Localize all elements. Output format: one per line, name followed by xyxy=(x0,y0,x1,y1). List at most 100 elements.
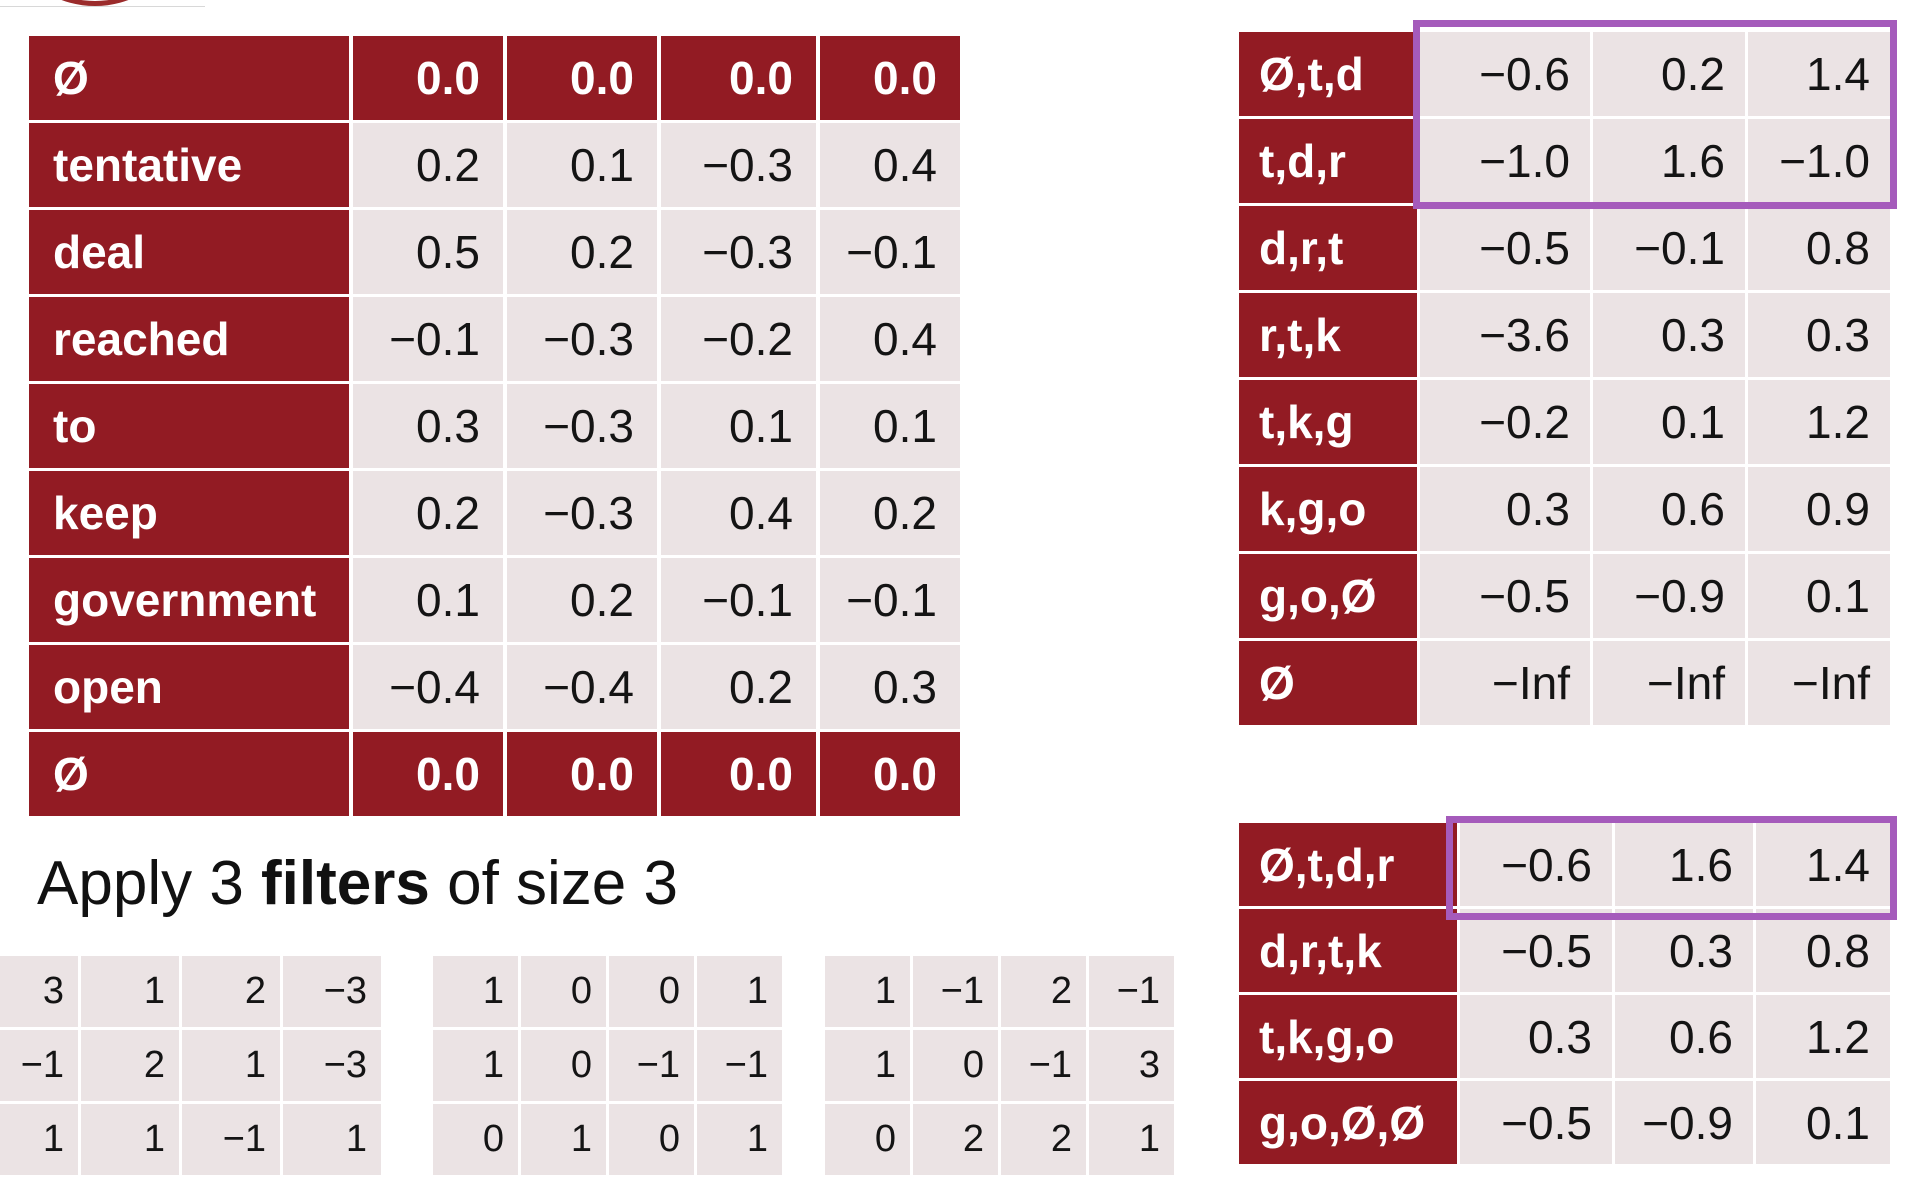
word-label: tentative xyxy=(29,123,349,207)
conv-value: 1.4 xyxy=(1756,823,1890,906)
conv-value: 0.6 xyxy=(1593,467,1745,551)
filter-weight: 3 xyxy=(1089,1030,1174,1101)
conv-value: 1.6 xyxy=(1615,823,1753,906)
ngram-label: t,k,g,o xyxy=(1239,995,1457,1078)
embedding-value: 0.4 xyxy=(661,471,816,555)
embedding-value: 0.0 xyxy=(820,36,960,120)
highlight-box-pair xyxy=(1413,20,1897,209)
conv-value: 0.1 xyxy=(1748,554,1890,638)
conv-value: −0.5 xyxy=(1420,554,1590,638)
ngram-label: Ø,t,d xyxy=(1239,32,1417,116)
conv-value: −0.5 xyxy=(1460,909,1612,992)
ngram-label: t,k,g xyxy=(1239,380,1417,464)
word-label: government xyxy=(29,558,349,642)
filter-weight: −3 xyxy=(283,1030,381,1101)
conv-value: 0.2 xyxy=(1593,32,1745,116)
embedding-value: 0.2 xyxy=(353,123,503,207)
filter-weight: 1 xyxy=(697,1104,782,1175)
caption-text-after: of size 3 xyxy=(429,849,678,918)
filter-weight: 2 xyxy=(1001,956,1086,1027)
filter-weight: −1 xyxy=(182,1104,280,1175)
conv-value: 1.2 xyxy=(1748,380,1890,464)
ngram-label: d,r,t xyxy=(1239,206,1417,290)
word-label: Ø xyxy=(29,36,349,120)
conv-value: −Inf xyxy=(1420,641,1590,725)
conv-value: 0.3 xyxy=(1748,293,1890,377)
word-label: to xyxy=(29,384,349,468)
filter-weight: 1 xyxy=(1089,1104,1174,1175)
conv-value: −0.9 xyxy=(1615,1081,1753,1164)
ngram-label: r,t,k xyxy=(1239,293,1417,377)
filter-weight: 2 xyxy=(182,956,280,1027)
embedding-value: 0.2 xyxy=(820,471,960,555)
filter-weight: 1 xyxy=(825,956,910,1027)
conv-value: 0.3 xyxy=(1420,467,1590,551)
filter-weight: 0 xyxy=(825,1104,910,1175)
filter-weight: 1 xyxy=(283,1104,381,1175)
embedding-value: 0.0 xyxy=(353,732,503,816)
conv-value: 0.8 xyxy=(1756,909,1890,992)
caption-bold-word: filters xyxy=(261,849,430,918)
embedding-value: 0.1 xyxy=(820,384,960,468)
embedding-value: 0.0 xyxy=(661,36,816,120)
conv-output-row: Ø−Inf−Inf−Inf xyxy=(1239,641,1890,725)
filter-weight: 1 xyxy=(697,956,782,1027)
embedding-value: 0.1 xyxy=(661,384,816,468)
embedding-value: −0.1 xyxy=(820,558,960,642)
word-label: keep xyxy=(29,471,349,555)
filter-weight: −1 xyxy=(1001,1030,1086,1101)
conv-value: −0.2 xyxy=(1420,380,1590,464)
embedding-value: 0.2 xyxy=(507,558,657,642)
conv-value: 0.3 xyxy=(1593,293,1745,377)
conv-value: −0.9 xyxy=(1593,554,1745,638)
embedding-value: −0.3 xyxy=(661,123,816,207)
conv-value: −0.1 xyxy=(1593,206,1745,290)
filter-weight: 1 xyxy=(81,956,179,1027)
filter-weight: −1 xyxy=(0,1030,78,1101)
embedding-value: 0.1 xyxy=(507,123,657,207)
ngram-label: Ø xyxy=(1239,641,1417,725)
filter-weight: 0 xyxy=(521,1030,606,1101)
filter-weight: 1 xyxy=(433,1030,518,1101)
word-label: open xyxy=(29,645,349,729)
conv-value: 0.9 xyxy=(1748,467,1890,551)
embedding-value: −0.3 xyxy=(507,471,657,555)
logo-divider xyxy=(0,6,205,7)
filter-weight: 0 xyxy=(609,1104,694,1175)
filter-weight: 1 xyxy=(825,1030,910,1101)
embedding-value: 0.0 xyxy=(353,36,503,120)
conv-value: 1.4 xyxy=(1748,32,1890,116)
embedding-value: 0.1 xyxy=(353,558,503,642)
embedding-value: 0.0 xyxy=(820,732,960,816)
conv-value: 0.1 xyxy=(1593,380,1745,464)
embedding-value: −0.3 xyxy=(507,384,657,468)
conv-value: 0.6 xyxy=(1615,995,1753,1078)
filter-weight: 1 xyxy=(0,1104,78,1175)
filter-weight: 1 xyxy=(81,1104,179,1175)
embedding-value: −0.3 xyxy=(507,297,657,381)
conv-value: −Inf xyxy=(1593,641,1745,725)
embedding-value: 0.3 xyxy=(820,645,960,729)
